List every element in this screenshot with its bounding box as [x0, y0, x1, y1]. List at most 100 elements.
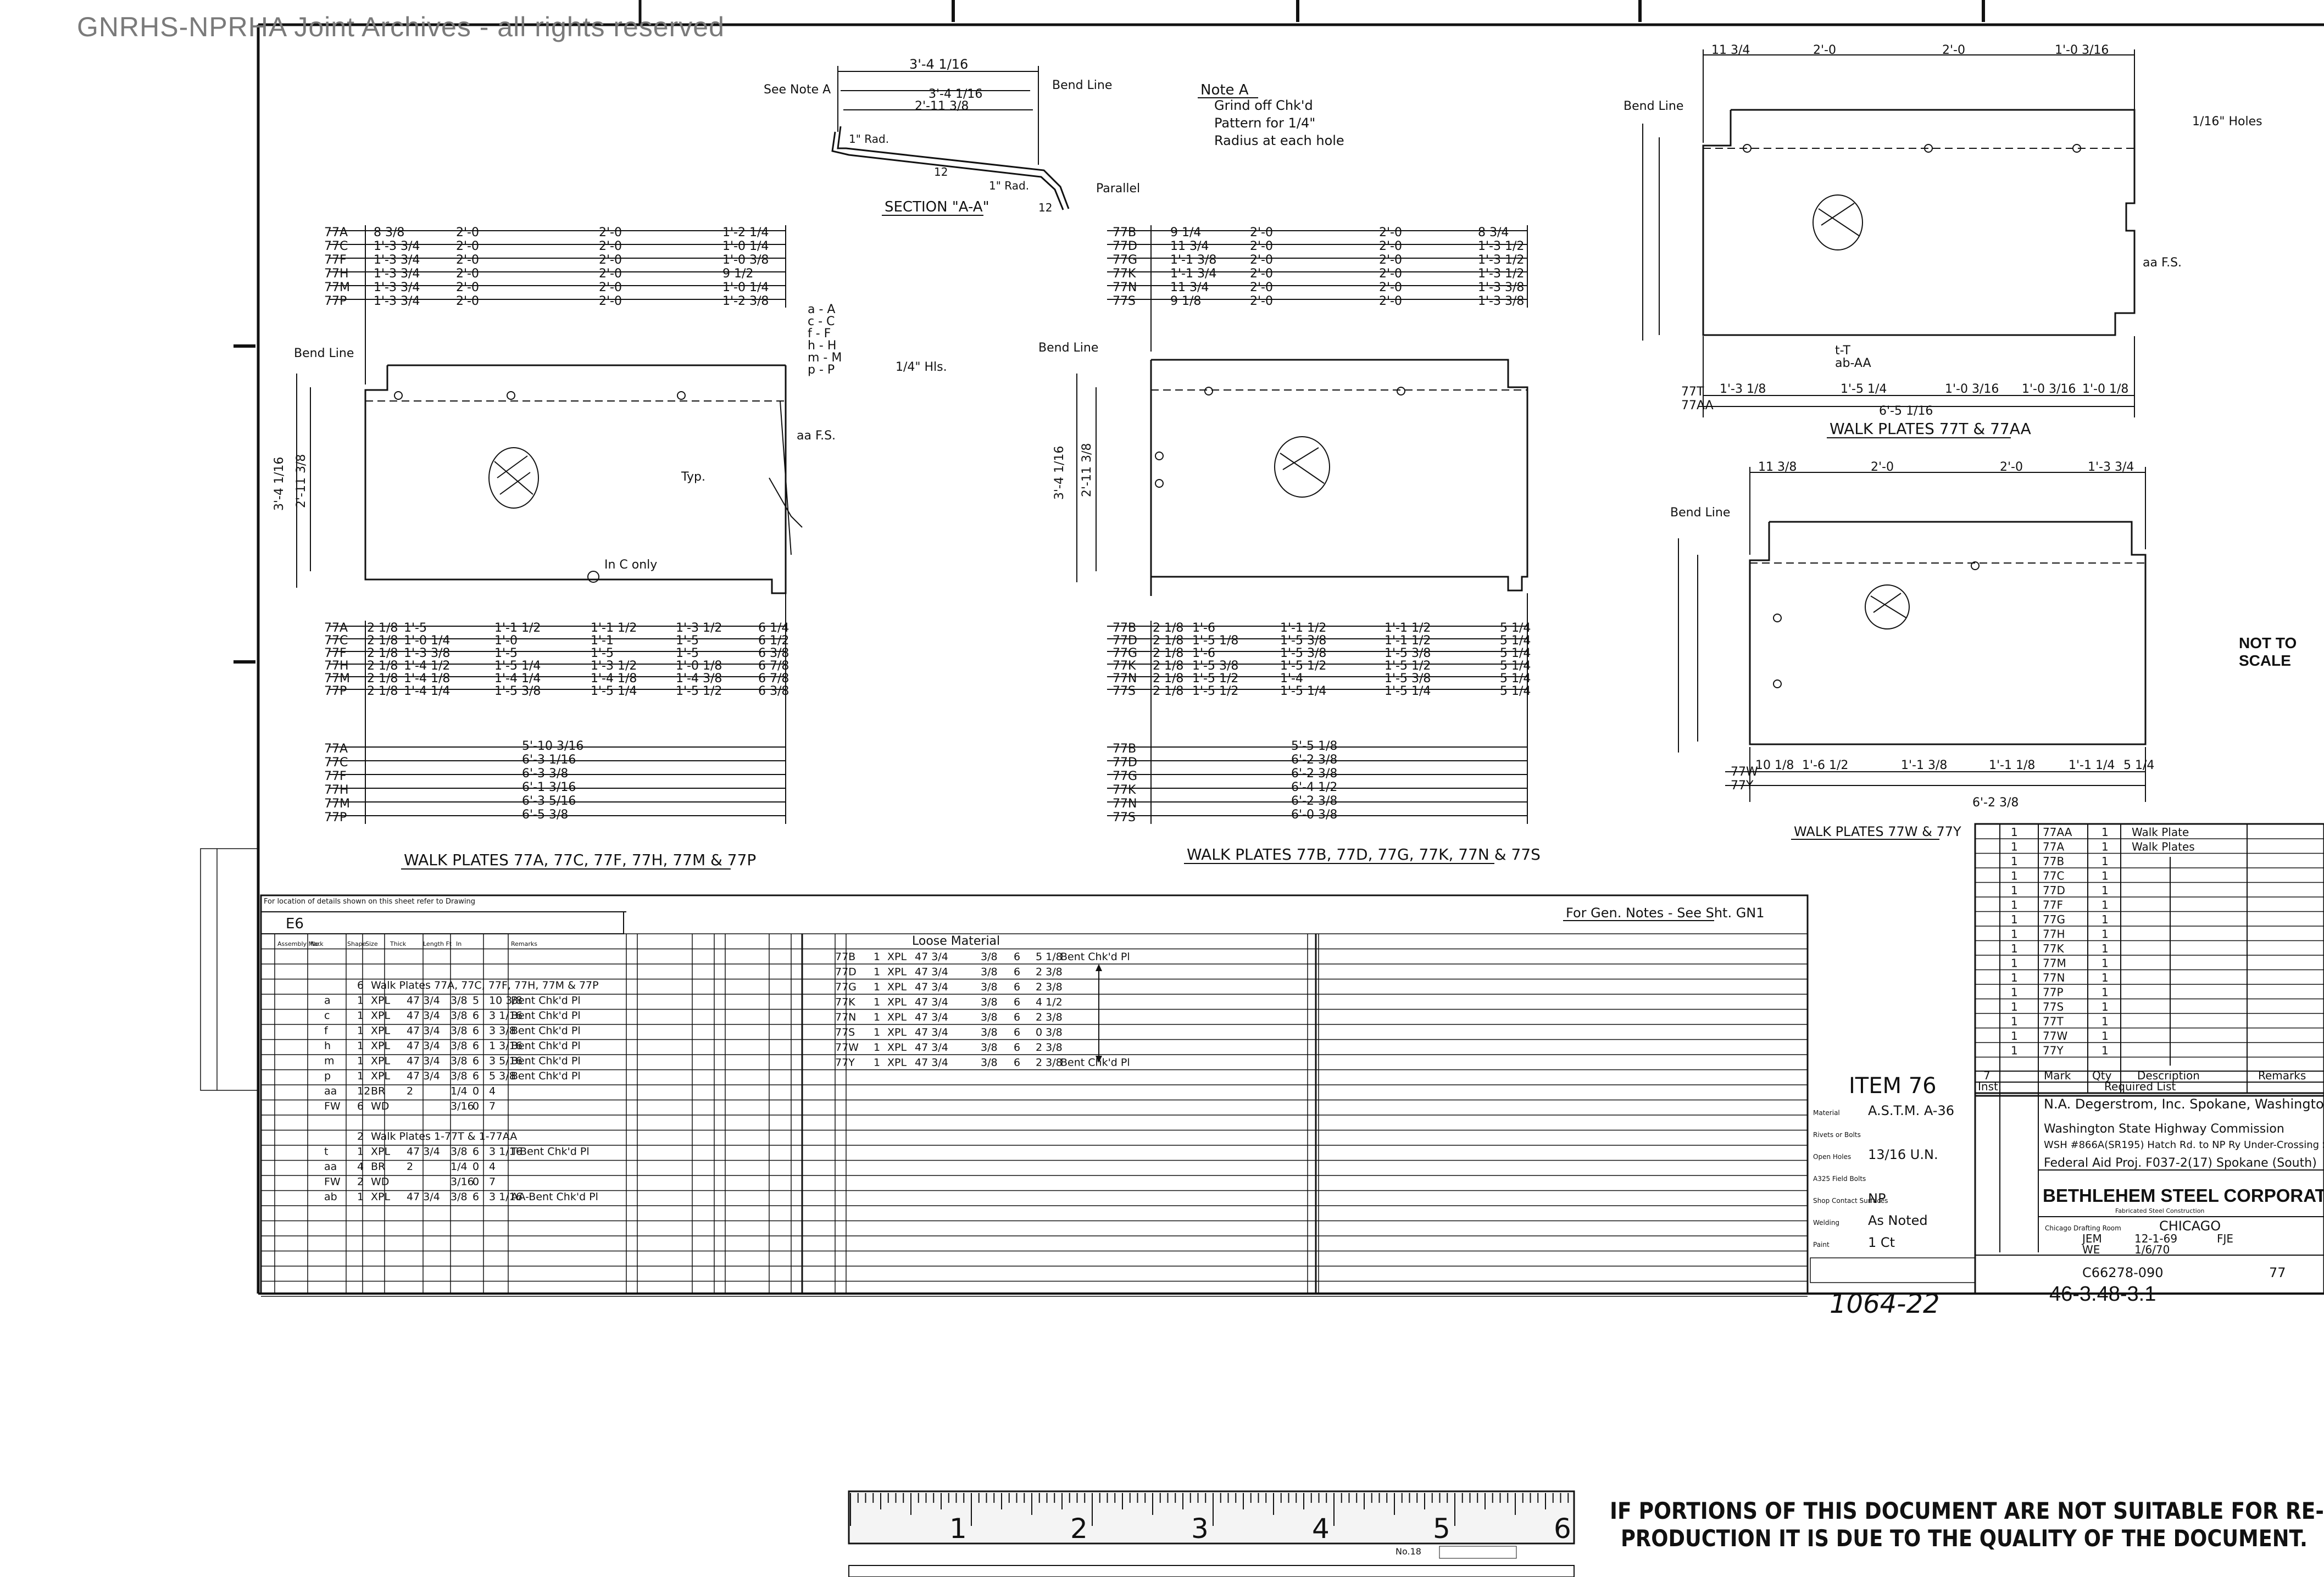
loose-cell: 47 3/4 [915, 1057, 948, 1069]
bill-cell: XPL [371, 1055, 390, 1067]
bill-cell: Bent Chk'd Pl [511, 1040, 581, 1052]
rl-header-desc: Description [2137, 1069, 2200, 1082]
tb-company: BETHLEHEM STEEL CORPORATION [2043, 1185, 2324, 1206]
pm-td-5-3: 1'-3 3/8 [1478, 294, 1524, 308]
pl-bd-1-4: 1'-5 [676, 634, 699, 648]
pm-mark-5: 77S [1113, 294, 1136, 308]
pm-bmark-4: 77N [1113, 672, 1137, 686]
pm-om-1: 77D [1113, 756, 1137, 770]
plan-middle-title: WALK PLATES 77B, 77D, 77G, 77K, 77N & 77… [1187, 845, 1541, 863]
pl-bd-4-0: 2 1/8 [367, 672, 398, 686]
pm-bd-3-1: 1'-5 3/8 [1192, 659, 1238, 673]
bill-cell: XPL [371, 1146, 390, 1158]
pl-ov-3: 6'-1 3/16 [522, 781, 576, 794]
pm-bd-3-3: 1'-5 1/2 [1385, 659, 1431, 673]
loose-cell: 6 [1014, 1041, 1020, 1054]
bill-cell: aa [324, 1161, 337, 1173]
prt-aa-fs: aa F.S. [2143, 256, 2182, 270]
bill-cell: 6 [472, 1055, 479, 1067]
loose-cell: XPL [887, 1041, 907, 1054]
req-cell: 1 [2011, 1044, 2018, 1057]
bill-cell: 47 3/4 [407, 1070, 440, 1082]
spec-label: Material [1813, 1109, 1840, 1117]
bill-cell: 1 [357, 1040, 364, 1052]
spec-value: A.S.T.M. A-36 [1868, 1103, 1954, 1118]
pm-td-1-3: 1'-3 1/2 [1478, 239, 1524, 253]
pm-bd-1-0: 2 1/8 [1153, 634, 1183, 648]
section-dim-5: 1" Rad. [989, 179, 1029, 192]
req-cell: 1 [2011, 870, 2018, 883]
bill-cell: 3/8 [451, 1040, 468, 1052]
plan-left-bmark-4: 77M [324, 672, 350, 686]
loose-cell: 47 3/4 [915, 1011, 948, 1023]
pl-bd-5-5: 6 3/8 [758, 684, 789, 698]
pl-ov-2: 6'-3 3/8 [522, 767, 568, 781]
req-cell: 77D [2043, 884, 2065, 897]
req-cell: 1 [2101, 826, 2109, 839]
plan-left-mark-1: 77C [324, 239, 348, 253]
req-cell: 77W [2043, 1029, 2067, 1043]
pl-bd-1-2: 1'-0 [494, 634, 518, 648]
pm-td-3-0: 1'-1 3/4 [1170, 267, 1216, 281]
pl-td-4-1: 2'-0 [456, 281, 479, 294]
pm-td-1-1: 2'-0 [1250, 239, 1273, 253]
pl-bd-2-1: 1'-3 3/8 [404, 647, 450, 660]
loose-cell: XPL [887, 966, 907, 978]
bill-cell: 12 [357, 1085, 370, 1097]
bill-col-header: Assembly Mark [277, 940, 324, 948]
plan-middle-labels: 77B 77D 77G 77K 77N 77S 9 1/4 2'-0 2'-0 … [1038, 226, 1541, 863]
pl-td-5-2: 2'-0 [599, 294, 622, 308]
pm-td-4-2: 2'-0 [1379, 281, 1402, 294]
pm-bend-line: Bend Line [1038, 341, 1098, 355]
prt-label-0: 77T [1681, 385, 1704, 399]
req-cell: 1 [2011, 971, 2018, 984]
pl-in-c-only: In C only [604, 558, 657, 572]
pl-bd-4-5: 6 7/8 [758, 672, 789, 686]
req-cell: 77T [2043, 1015, 2064, 1028]
loose-cell: 77W [835, 1041, 859, 1054]
pm-td-4-1: 2'-0 [1250, 281, 1273, 294]
req-cell: 1 [2101, 870, 2109, 883]
pl-td-0-2: 2'-0 [599, 226, 622, 239]
spec-value: NP [1868, 1191, 1886, 1206]
prb-bd-4: 1'-1 1/4 [2069, 759, 2115, 772]
pl-td-0-1: 2'-0 [456, 226, 479, 239]
tb-customer: N.A. Degerstrom, Inc. Spokane, Washingto… [2044, 1096, 2324, 1112]
plan-77w-labels: 11 3/8 2'-0 2'-0 1'-3 3/4 10 1/8 1'-6 1/… [1670, 460, 2154, 839]
plan-left-title: WALK PLATES 77A, 77C, 77F, 77H, 77M & 77… [404, 851, 756, 869]
loose-cell: XPL [887, 951, 907, 963]
pm-bd-4-4: 5 1/4 [1500, 672, 1531, 686]
not-to-scale-note: NOT TO SCALE [2239, 634, 2297, 669]
section-title: SECTION "A-A" [885, 199, 989, 215]
bill-cell: 47 3/4 [407, 1146, 440, 1158]
bill-cell: 6 [472, 1070, 479, 1082]
loose-cell: XPL [887, 981, 907, 993]
bill-cell: FW [324, 1176, 341, 1188]
bill-cell: 0 [472, 1085, 479, 1097]
bill-cell: WD [371, 1176, 389, 1188]
loose-cell: 6 [1014, 996, 1020, 1008]
pm-bd-1-1: 1'-5 1/8 [1192, 634, 1238, 648]
bill-cell: 6 [472, 1010, 479, 1022]
bill-cell: 2 [407, 1161, 413, 1173]
section-aa-detail: See Note A Bend Line Parallel 3'-4 1/16 … [764, 57, 1140, 216]
bill-cell: 10 3/8 [489, 995, 522, 1007]
bill-cell: 3/8 [451, 1055, 468, 1067]
pl-letter-3: h - H [808, 339, 836, 353]
pl-bd-5-3: 1'-5 1/4 [591, 684, 637, 698]
spec-value: 1 Ct [1868, 1235, 1895, 1250]
req-cell: 1 [2101, 942, 2109, 955]
pl-bd-3-5: 6 7/8 [758, 659, 789, 673]
pl-bd-2-3: 1'-5 [591, 647, 614, 660]
req-cell: 1 [2101, 884, 2109, 897]
pm-om-2: 77G [1113, 770, 1137, 783]
bill-cell: 3/8 [451, 1070, 468, 1082]
section-dim-4: 1" Rad. [849, 132, 889, 146]
shop-bill-header-note: For location of details shown on this sh… [264, 898, 475, 906]
bill-cell: 1 [357, 1025, 364, 1037]
sheet-number-stamp: 1064-22 [1830, 1289, 1940, 1319]
tb-structure: Washington State Highway Commission [2044, 1122, 2284, 1136]
pm-td-3-2: 2'-0 [1379, 267, 1402, 281]
